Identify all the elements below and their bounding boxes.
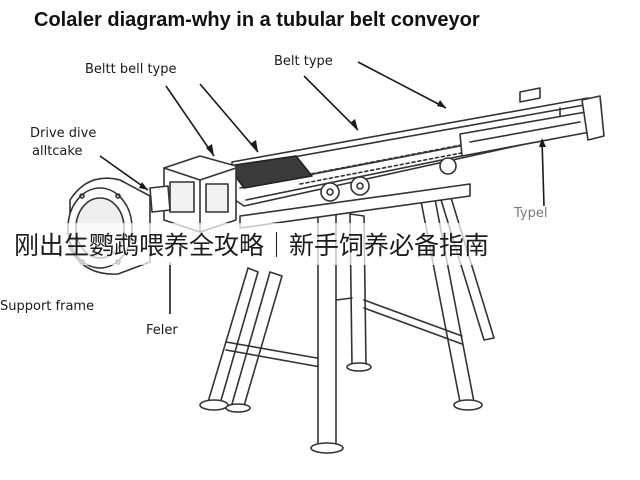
diagram-title: Colaler diagram-why in a tubular belt co… (34, 9, 480, 31)
label-belt-type: Belt type (274, 54, 333, 69)
label-feler: Feler (146, 323, 178, 338)
label-typel: Typel (514, 206, 548, 221)
label-belt-bell-type: Beltt bell type (85, 62, 177, 77)
support-frame-right (363, 187, 495, 411)
label-drive-line2: alltcake (32, 144, 83, 159)
belt-section (227, 155, 313, 189)
roller-knobs (320, 157, 457, 202)
support-frame-left (199, 267, 329, 413)
drive-head (149, 155, 237, 233)
leader-lines (99, 61, 545, 314)
leader-arrowheads (139, 100, 546, 190)
conveyor-body (231, 87, 605, 207)
overlay-banner (0, 223, 640, 265)
label-support-frame: Support frame (0, 299, 95, 314)
label-drive-line1: Drive dive (30, 126, 97, 141)
overlay-banner-text: 刚出生鹦鹉喂养全攻略｜新手饲养必备指南 (14, 231, 490, 260)
support-frame-center (310, 209, 372, 454)
